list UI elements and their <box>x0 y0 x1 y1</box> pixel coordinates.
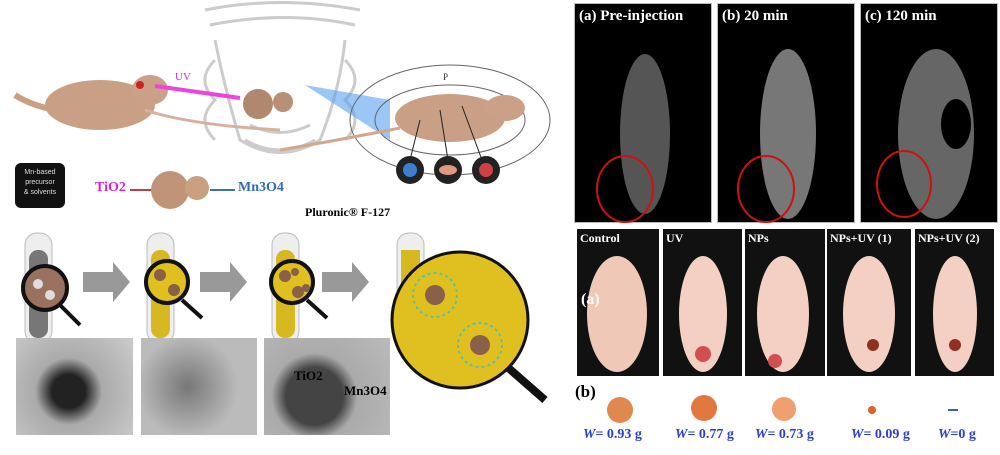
process-arrows <box>83 262 369 302</box>
tumor-weight-nps: W= 0.73 g <box>755 427 814 442</box>
left-rat <box>13 75 281 132</box>
photo-nps-uv-2: NPs+UV (2) <box>915 229 994 376</box>
magnifier-icons <box>21 250 548 404</box>
tumor-weight-control: W= 0.93 g <box>583 427 642 442</box>
nanoparticle-icon <box>243 89 293 119</box>
mn3o4-label: Mn3O4 <box>238 180 284 195</box>
organ-icons <box>396 105 500 184</box>
mri-panel-pre-injection: (a) Pre-injection <box>574 3 712 223</box>
synthesis-steps <box>21 232 548 404</box>
precursor-box: Mn-based precursor & solvents <box>15 163 65 208</box>
tem-image-3: TiO2 Mn3O4 <box>264 338 390 435</box>
mri-panel-120-min: (c) 120 min <box>860 3 998 223</box>
tumor-weight-nps-uv-1: W= 0.09 g <box>851 427 910 442</box>
magnetic-beam <box>305 85 390 140</box>
uv-beam <box>154 84 241 100</box>
tumor-weight-uv: W= 0.77 g <box>675 427 734 442</box>
tumor-circle <box>737 155 795 223</box>
uv-label: UV <box>175 71 191 83</box>
tio2-label: TiO2 <box>95 180 126 195</box>
imaging-illustration: UV P <box>13 1 551 184</box>
pluronic-label: Pluronic® F-127 <box>305 205 391 219</box>
photo-nps-uv-1: NPs+UV (1) <box>827 229 911 376</box>
photo-control: Control (a) <box>577 229 659 376</box>
photo-nps: NPs <box>745 229 825 376</box>
tumor-circle <box>596 155 654 223</box>
excised-tumors <box>607 395 958 423</box>
ornamental-face <box>203 1 361 154</box>
janus-particle-icon <box>130 171 235 209</box>
mri-panel-20-min: (b) 20 min <box>717 3 855 223</box>
tumor-circle <box>876 150 932 218</box>
right-rat <box>279 94 525 152</box>
panel-b-label: (b) <box>575 382 596 401</box>
tem-image-2 <box>141 338 257 435</box>
tumor-weight-nps-uv-2: W=0 g <box>938 427 976 442</box>
tem-image-1 <box>16 338 133 435</box>
photo-uv: UV <box>663 229 742 376</box>
field-label: P <box>443 72 448 82</box>
